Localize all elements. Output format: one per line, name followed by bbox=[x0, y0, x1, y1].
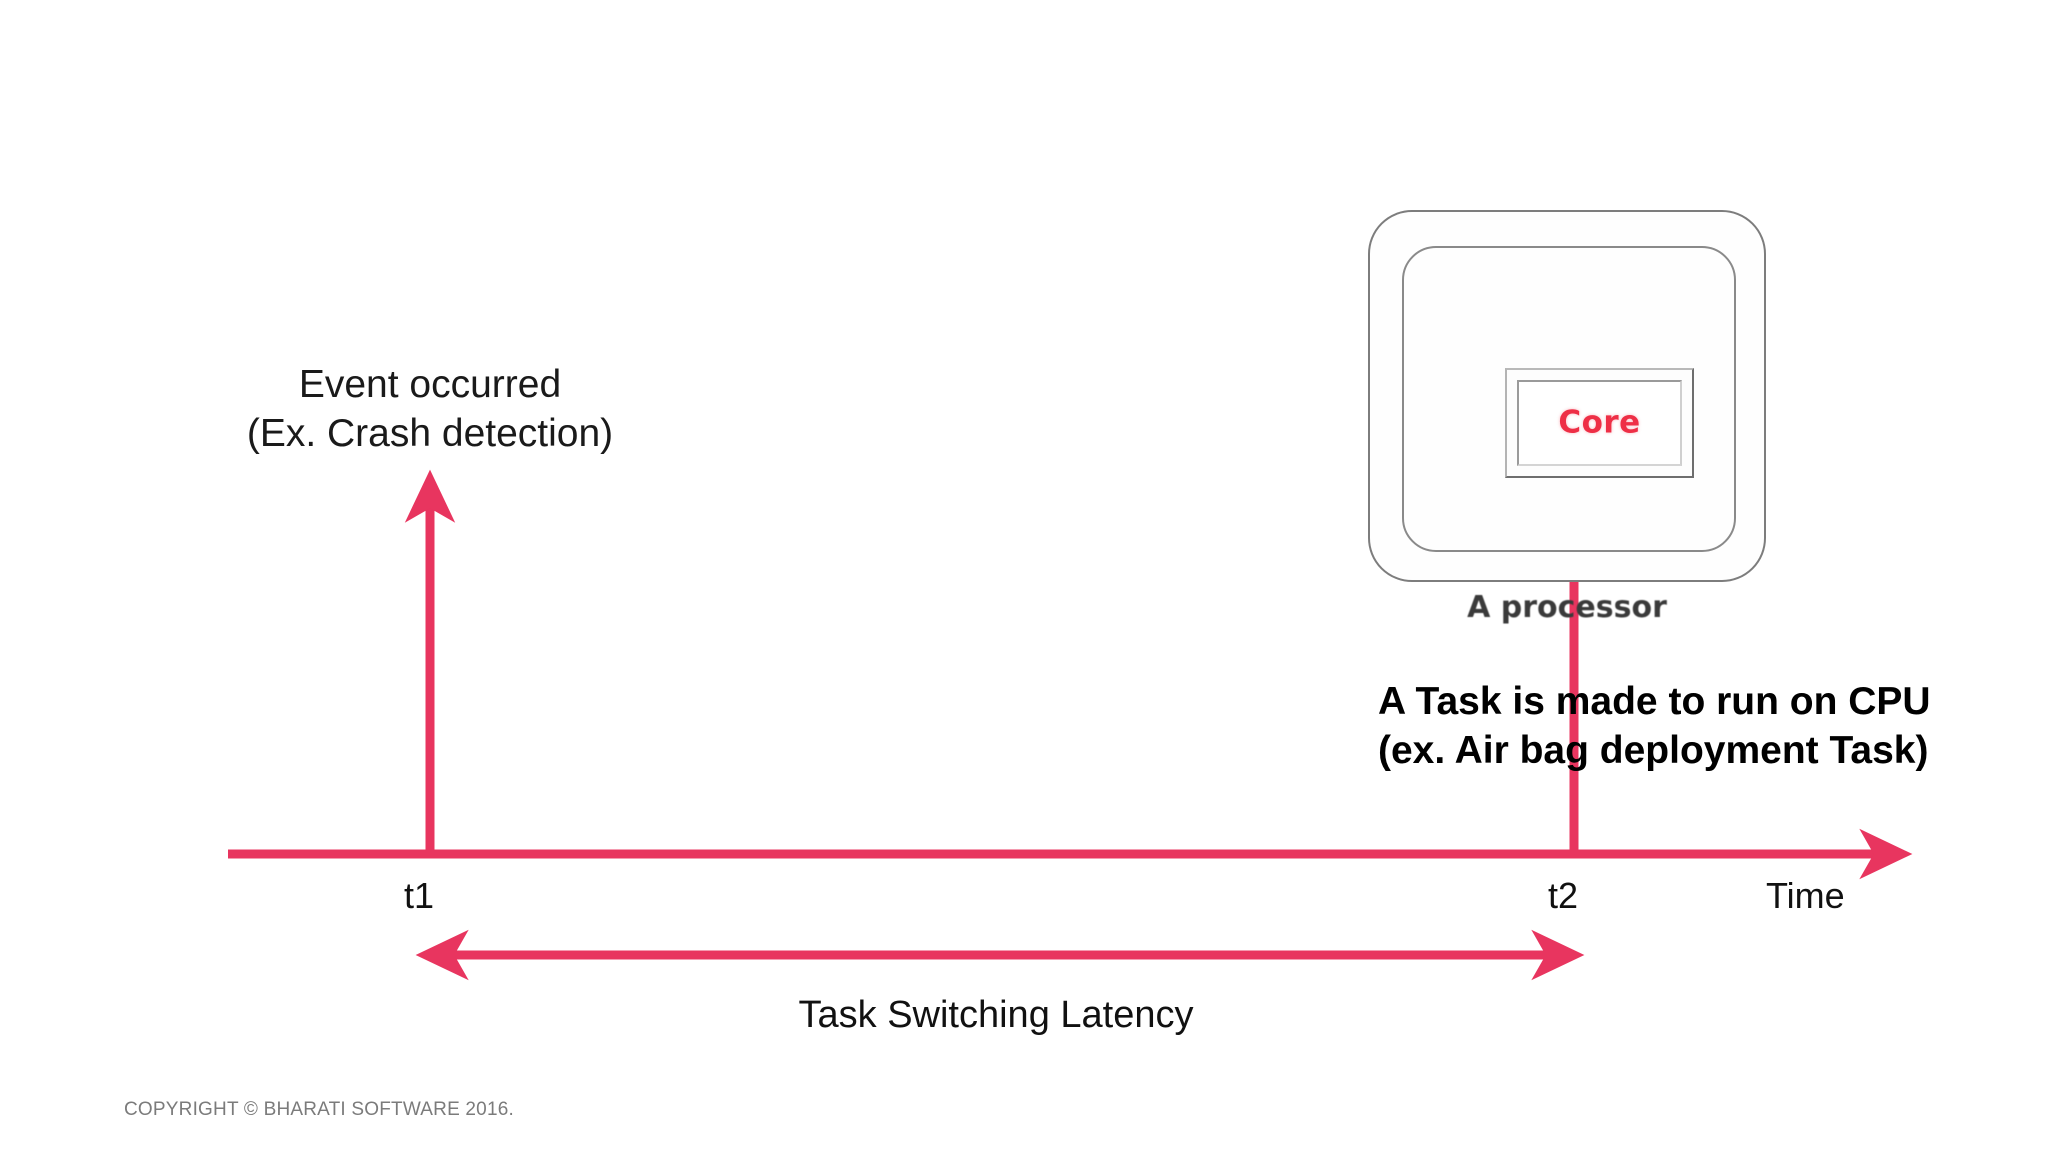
event-caption-line-2: (Ex. Crash detection) bbox=[246, 412, 614, 456]
copyright-notice: COPYRIGHT © BHARATI SOFTWARE 2016. bbox=[124, 1099, 514, 1120]
event-caption-line-1: Event occurred bbox=[298, 363, 562, 406]
axis-label-time: Time bbox=[1766, 875, 1845, 916]
task-run-caption: A Task is made to run on CPU (ex. Air ba… bbox=[1378, 677, 1931, 775]
processor-inner-package: Core bbox=[1402, 246, 1736, 552]
latency-label: Task Switching Latency bbox=[798, 994, 1194, 1036]
tick-label-t1: t1 bbox=[404, 875, 435, 916]
processor-outer-package: Core bbox=[1368, 210, 1766, 582]
core-chip: Core bbox=[1505, 368, 1694, 478]
processor-caption: A processor bbox=[1467, 590, 1667, 625]
processor-figure: Core A processor bbox=[1368, 210, 1768, 640]
core-chip-bevel: Core bbox=[1517, 380, 1682, 466]
task-caption-line-2: (ex. Air bag deployment Task) bbox=[1378, 729, 1929, 773]
core-label: Core bbox=[1558, 404, 1641, 441]
event-occurred-caption: Event occurred (Ex. Crash detection) bbox=[0, 360, 860, 458]
task-caption-line-1: A Task is made to run on CPU bbox=[1378, 680, 1931, 723]
tick-label-t2: t2 bbox=[1548, 875, 1579, 916]
